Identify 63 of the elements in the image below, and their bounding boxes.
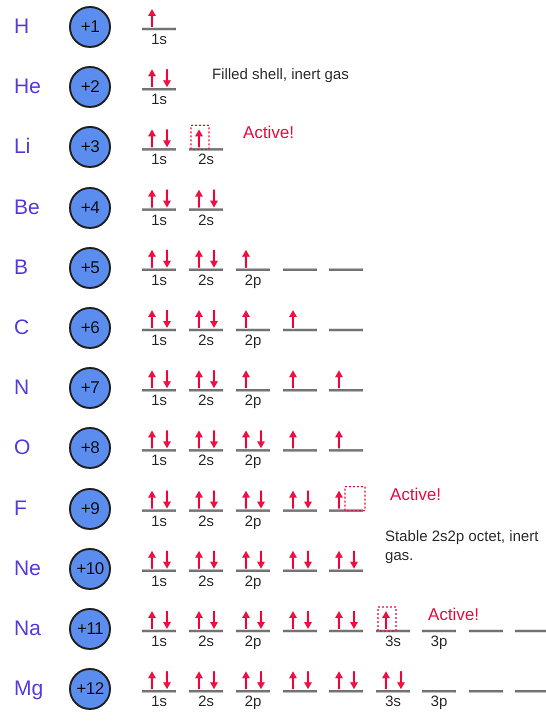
subshell-label: 1s (150, 212, 168, 229)
subshell-label: 2p (244, 272, 262, 289)
subshell-label: 2s (197, 694, 215, 710)
subshell-label: 2p (244, 574, 262, 590)
active-note: Active! (428, 605, 480, 624)
subshell-label: 1s (150, 634, 168, 650)
subshell-label: 1s (150, 152, 168, 168)
subshell-label: 1s (150, 92, 168, 108)
element-symbol: O (14, 436, 30, 460)
nucleus-charge-circle: +5 (69, 246, 111, 289)
subshell-label: 2p (244, 333, 262, 349)
element-symbol: Be (14, 196, 40, 220)
element-symbol: B (14, 256, 28, 280)
nucleus-charge-circle: +9 (69, 488, 111, 530)
subshell-label: 2p (244, 634, 262, 650)
nucleus-charge-circle: +2 (69, 66, 111, 108)
nucleus-charge-circle: +6 (69, 307, 111, 349)
element-symbol: Li (14, 135, 30, 160)
subshell-label: 2s (197, 272, 215, 289)
element-symbol: Na (14, 617, 41, 641)
subshell-label: 2s (197, 152, 215, 168)
subshell-label: 2p (244, 694, 262, 710)
subshell-label: 3s (384, 694, 402, 710)
subshell-label: 2s (197, 333, 215, 349)
subshell-label: 2s (197, 514, 215, 530)
subshell-label: 1s (150, 453, 168, 470)
subshell-label: 2s (197, 393, 215, 410)
nucleus-charge-circle: +7 (69, 367, 111, 410)
nucleus-charge-circle: +11 (69, 608, 111, 650)
subshell-label: 1s (150, 272, 168, 289)
nucleus-charge-circle: +10 (69, 548, 111, 590)
element-symbol: Mg (14, 677, 44, 702)
nucleus-charge-circle: +12 (69, 668, 111, 710)
subshell-label: 3p (430, 634, 448, 650)
nucleus-charge-circle: +1 (69, 6, 111, 48)
subshell-label: 1s (150, 574, 168, 590)
subshell-label: 2p (244, 514, 262, 530)
nucleus-charge-circle: +3 (69, 126, 111, 168)
element-symbol: N (14, 376, 30, 400)
subshell-label: 2p (244, 453, 262, 470)
subshell-label: 1s (150, 514, 168, 530)
nucleus-charge-circle: +8 (69, 427, 111, 470)
subshell-label: 1s (150, 333, 168, 349)
nucleus-charge-circle: +4 (69, 186, 111, 229)
subshell-label: 2s (197, 634, 215, 650)
subshell-label: 3s (384, 634, 402, 650)
element-symbol: F (14, 496, 27, 521)
element-symbol: Ne (14, 556, 41, 581)
note-text: Stable 2s2p octet, inert gas. (385, 526, 540, 565)
element-symbol: C (14, 316, 30, 340)
subshell-label: 2p (244, 393, 262, 410)
active-note: Active! (243, 123, 296, 142)
subshell-label: 2s (197, 212, 215, 229)
element-symbol: He (14, 75, 41, 100)
subshell-label: 1s (150, 393, 168, 410)
subshell-label: 3p (430, 694, 448, 710)
note-text: Filled shell, inert gas (212, 65, 350, 84)
subshell-label: 2s (197, 574, 215, 590)
active-note: Active! (390, 484, 442, 504)
subshell-label: 1s (150, 32, 168, 48)
subshell-label: 2s (197, 453, 215, 470)
element-symbol: H (14, 15, 30, 39)
subshell-label: 1s (150, 694, 168, 710)
